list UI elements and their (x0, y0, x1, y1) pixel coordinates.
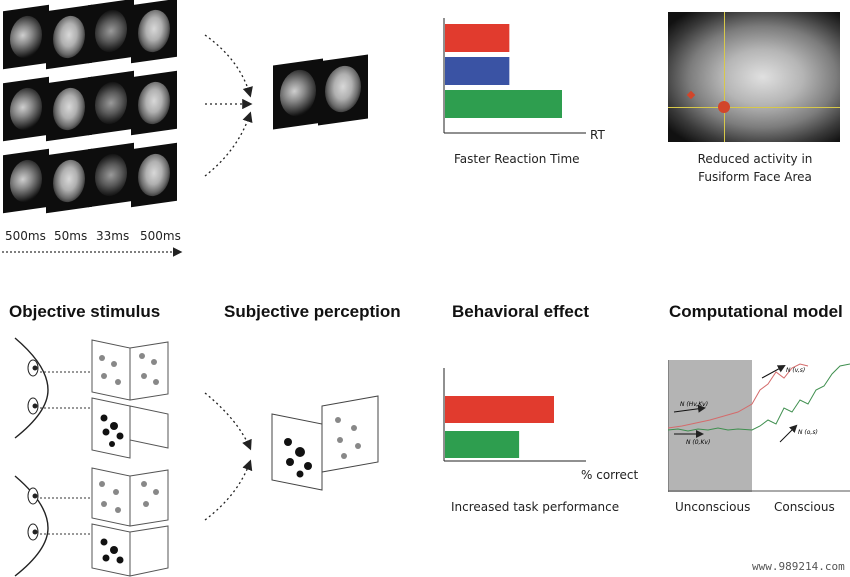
activation-marker (718, 101, 730, 113)
subjective-perception-figure (271, 395, 379, 491)
converge-arrow-top-2 (204, 392, 252, 451)
brain-scan-image (668, 12, 840, 142)
converge-arrow-top (204, 34, 253, 98)
crosshair-horizontal (668, 107, 840, 108)
green-trace-line (668, 363, 850, 432)
task-axis-label: % correct (581, 468, 639, 482)
converge-arrow-bottom-2 (204, 459, 253, 521)
task-caption: Increased task performance (451, 500, 620, 514)
dot-motion-plate (91, 339, 169, 401)
computational-model-plot: N (Hv,Kv) N (0,Kv) N (v,s) N (o,s) (668, 360, 850, 492)
rt-bar-green (445, 90, 562, 118)
task-bar-red (445, 396, 554, 423)
fmri-caption-line1: Reduced activity in (697, 152, 813, 166)
rt-axis-label: RT (590, 128, 605, 142)
watermark-text: www.989214.com (752, 560, 845, 573)
crosshair-vertical (724, 12, 725, 142)
timing-label-4: 500ms (140, 229, 181, 243)
heading-behavioral-effect: Behavioral effect (452, 302, 589, 321)
face-image (318, 54, 368, 126)
heading-subjective-perception: Subjective perception (224, 302, 401, 321)
fmri-caption-line2: Fusiform Face Area (698, 170, 812, 184)
heading-computational-model: Computational model (669, 302, 843, 321)
label-n-hv: N (Hv,Kv) (680, 401, 708, 408)
noise-mask-image (273, 58, 323, 130)
rt-chart (443, 18, 586, 134)
coherent-dots-plate (91, 397, 169, 459)
head-outline (14, 337, 49, 439)
timing-label-1: 500ms (5, 229, 46, 243)
label-n-vs: N (v,s) (786, 367, 805, 374)
task-bar-green (445, 431, 520, 458)
task-chart (443, 368, 586, 462)
red-trace-line (668, 363, 809, 429)
dot-motion-plate (91, 467, 169, 527)
rt-bar-red (445, 24, 510, 52)
coherent-dots-plate (91, 523, 169, 577)
activation-marker-small (686, 90, 696, 100)
unconscious-label: Unconscious (675, 500, 751, 514)
rt-bar-blue (445, 57, 510, 85)
converge-arrow-bottom (204, 111, 253, 177)
dot-motion-plate (321, 395, 379, 473)
label-n-0k: N (0,Kv) (686, 439, 710, 446)
objective-stimulus-figure (14, 337, 169, 577)
rt-caption: Faster Reaction Time (454, 152, 580, 166)
heading-objective-stimulus: Objective stimulus (9, 302, 161, 321)
conscious-label: Conscious (774, 500, 835, 514)
timing-label-3: 33ms (96, 229, 130, 243)
timing-label-2: 50ms (54, 229, 88, 243)
label-n-os: N (o,s) (798, 429, 818, 436)
